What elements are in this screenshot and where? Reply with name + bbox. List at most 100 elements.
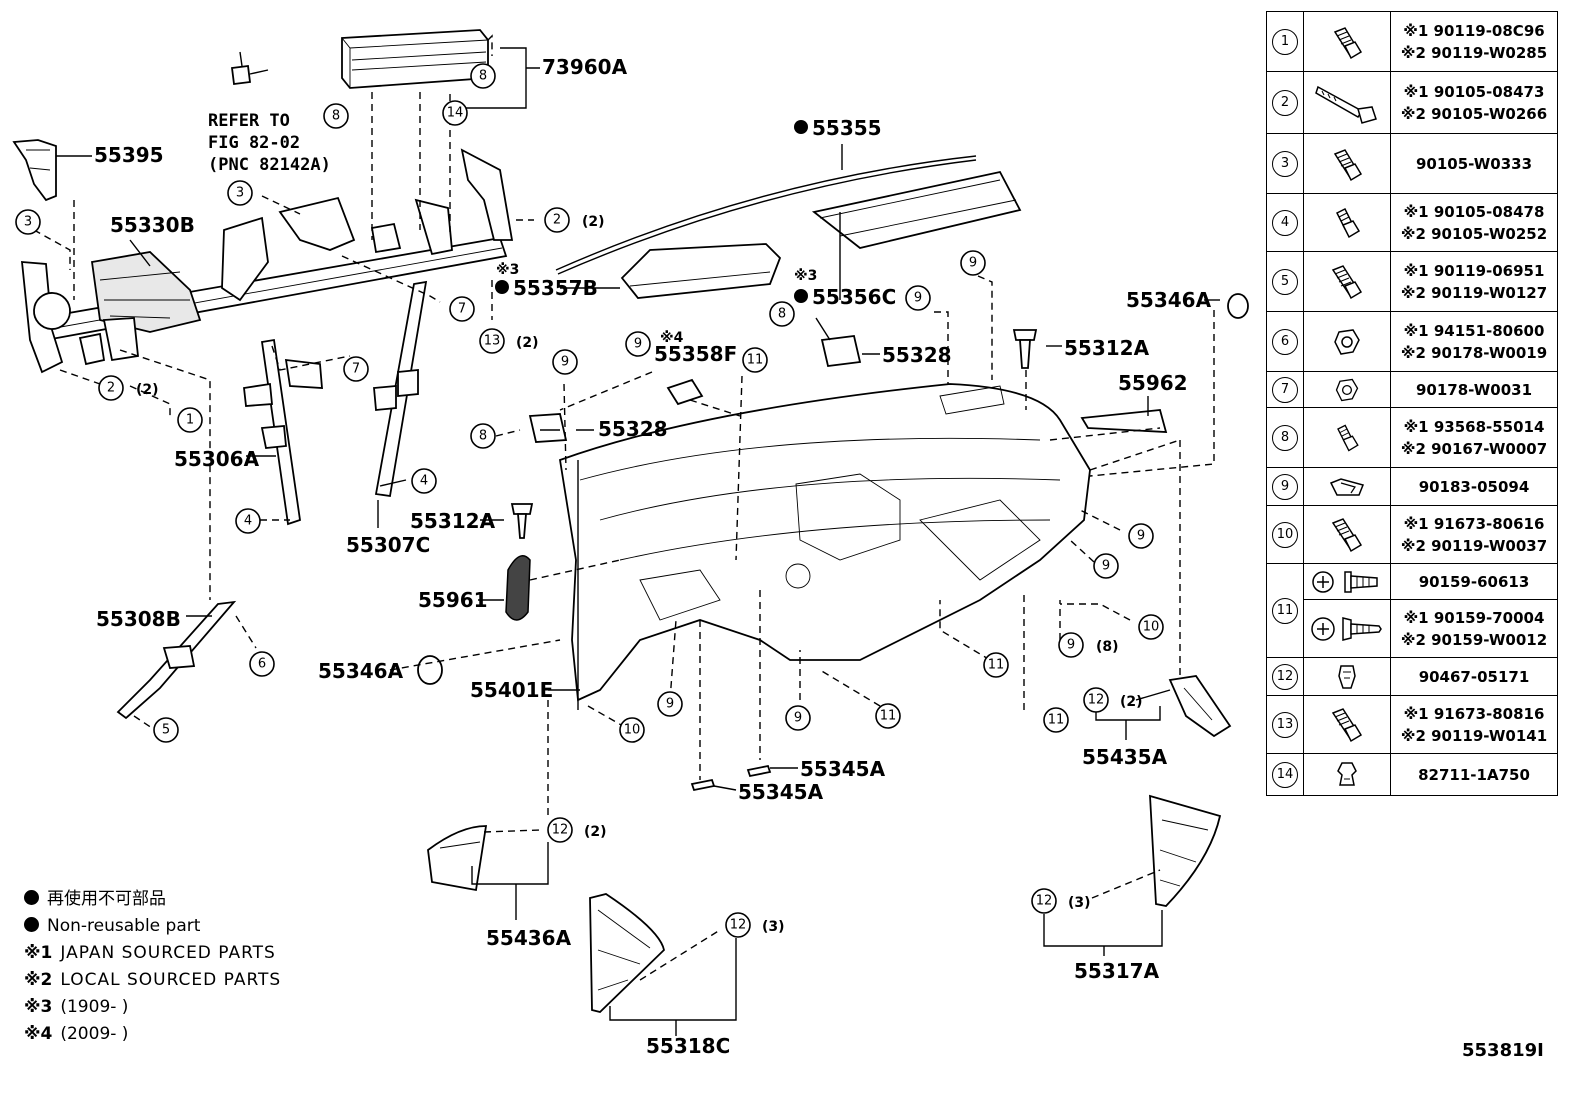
row-number: 5 <box>1272 268 1298 295</box>
table-row[interactable]: 1 ※1 90119-08C96※2 90119-W0285 <box>1266 11 1558 72</box>
svg-text:FIG 82-02: FIG 82-02 <box>208 133 300 153</box>
weatherstrip-55355-drawing <box>555 155 977 275</box>
svg-text:10: 10 <box>624 723 641 738</box>
table-row[interactable]: 10 ※1 91673-80616※2 90119-W0037 <box>1266 505 1558 564</box>
callout-13[interactable]: 13 <box>479 328 505 354</box>
table-row[interactable]: 12 90467-05171 <box>1266 657 1558 696</box>
callout-9[interactable]: 9 <box>657 691 683 717</box>
callout-3[interactable]: 3 <box>227 180 253 206</box>
callout-11[interactable]: 11 <box>742 347 768 373</box>
table-row[interactable]: 8 ※1 93568-55014※2 90167-W0007 <box>1266 407 1558 468</box>
row-number: 6 <box>1272 328 1298 355</box>
callout-5[interactable]: 5 <box>153 717 179 743</box>
fastener-table: 1 ※1 90119-08C96※2 90119-W0285 2 ※1 9010… <box>1266 11 1558 796</box>
flange-bolt-icon <box>1335 207 1361 238</box>
svg-text:9: 9 <box>1137 529 1145 544</box>
callout-9[interactable]: 9 <box>905 285 931 311</box>
part-label-55358F: 55358F <box>654 342 737 366</box>
part-label-73960A: 73960A <box>542 55 628 79</box>
plug-55346A-drawing <box>417 293 1249 685</box>
non-reusable-dot-icon <box>24 917 39 932</box>
legend-item: Non-reusable part <box>24 913 281 940</box>
callout-12[interactable]: 12 <box>725 912 751 938</box>
callout-11[interactable]: 11 <box>875 703 901 729</box>
callout-2[interactable]: 2 <box>544 207 570 233</box>
callout-9[interactable]: 9 <box>960 250 986 276</box>
row-number: 7 <box>1272 376 1298 403</box>
svg-text:8: 8 <box>479 429 487 444</box>
callout-10[interactable]: 10 <box>1138 614 1164 640</box>
cover-55318C-drawing <box>589 893 665 1013</box>
table-row[interactable]: 14 82711-1A750 <box>1266 753 1558 796</box>
row-number: 10 <box>1272 521 1298 548</box>
callout-7[interactable]: 7 <box>343 356 369 382</box>
non-reusable-dot <box>495 280 509 294</box>
callout-14[interactable]: 14 <box>442 100 468 126</box>
callout-12[interactable]: 12 <box>547 817 573 843</box>
row-number: 3 <box>1272 150 1298 177</box>
svg-text:12: 12 <box>552 823 569 838</box>
svg-text:9: 9 <box>561 355 569 370</box>
quantity-labels: (2) (2) (2) (8) (2) (2) (3) (3) <box>136 214 1143 935</box>
table-row[interactable]: 13 ※1 91673-80816※2 90119-W0141 <box>1266 695 1558 754</box>
row-number: 1 <box>1272 28 1298 55</box>
table-row[interactable]: ※1 90159-70004※2 90159-W0012 <box>1267 599 1558 658</box>
callout-9[interactable]: 9 <box>552 349 578 375</box>
svg-text:REFER TO: REFER TO <box>208 111 290 131</box>
hex-nut-icon <box>1334 328 1360 355</box>
callout-8[interactable]: 8 <box>769 301 795 327</box>
non-reusable-dot <box>794 120 808 134</box>
part-label-55328: 55328 <box>598 417 668 441</box>
callout-9[interactable]: 9 <box>1093 553 1119 579</box>
table-row[interactable]: 4 ※1 90105-08478※2 90105-W0252 <box>1266 193 1558 252</box>
callout-12[interactable]: 12 <box>1083 687 1109 713</box>
callout-9[interactable]: 9 <box>1058 632 1084 658</box>
table-row[interactable]: 7 90178-W0031 <box>1266 371 1558 408</box>
refer-to-note[interactable]: REFER TO FIG 82-02 (PNC 82142A) <box>208 111 331 175</box>
callout-3[interactable]: 3 <box>15 209 41 235</box>
pad-55358F-drawing <box>666 378 704 406</box>
svg-text:11: 11 <box>988 658 1005 673</box>
svg-text:9: 9 <box>914 291 922 306</box>
table-row[interactable]: 6 ※1 94151-80600※2 90178-W0019 <box>1266 311 1558 372</box>
svg-text:5: 5 <box>162 723 170 738</box>
table-row[interactable]: 3 90105-W0333 <box>1266 133 1558 194</box>
callout-9[interactable]: 9 <box>785 705 811 731</box>
svg-text:9: 9 <box>666 697 674 712</box>
part-label-55345A: 55345A <box>800 757 886 781</box>
part-label-55357B: 55357B <box>513 276 598 300</box>
table-row[interactable]: 11 90159-60613 <box>1266 563 1558 658</box>
callout-1[interactable]: 1 <box>177 407 203 433</box>
hex-nut-icon <box>1335 378 1359 401</box>
qty-label: (3) <box>1068 895 1091 911</box>
clip-icon <box>1337 761 1357 786</box>
non-reusable-dot-icon <box>24 890 39 905</box>
qty-label: (2) <box>516 335 539 351</box>
row-number: 8 <box>1272 424 1298 451</box>
callout-6[interactable]: 6 <box>249 651 275 677</box>
callout-11[interactable]: 11 <box>983 652 1009 678</box>
flange-bolt-icon <box>1331 264 1363 299</box>
callout-9[interactable]: 9 <box>1128 523 1154 549</box>
table-row[interactable]: 5 ※1 90119-06951※2 90119-W0127 <box>1266 251 1558 312</box>
callout-12[interactable]: 12 <box>1031 888 1057 914</box>
callout-10[interactable]: 10 <box>619 717 645 743</box>
part-label-55330B: 55330B <box>110 213 195 237</box>
svg-text:1: 1 <box>186 413 194 428</box>
callout-8[interactable]: 8 <box>470 63 496 89</box>
callout-9[interactable]: 9 <box>625 331 651 357</box>
table-row[interactable]: 2 ※1 90105-08473※2 90105-W0266 <box>1266 71 1558 134</box>
svg-text:3: 3 <box>236 186 244 201</box>
svg-text:11: 11 <box>747 353 764 368</box>
callout-7[interactable]: 7 <box>449 296 475 322</box>
callout-2[interactable]: 2 <box>98 375 124 401</box>
callout-8[interactable]: 8 <box>470 423 496 449</box>
callout-4[interactable]: 4 <box>411 468 437 494</box>
callout-8[interactable]: 8 <box>323 103 349 129</box>
callout-11[interactable]: 11 <box>1043 707 1069 733</box>
callout-4[interactable]: 4 <box>235 508 261 534</box>
note-mark-4: ※4 <box>660 330 684 346</box>
table-row[interactable]: 9 90183-05094 <box>1266 467 1558 506</box>
